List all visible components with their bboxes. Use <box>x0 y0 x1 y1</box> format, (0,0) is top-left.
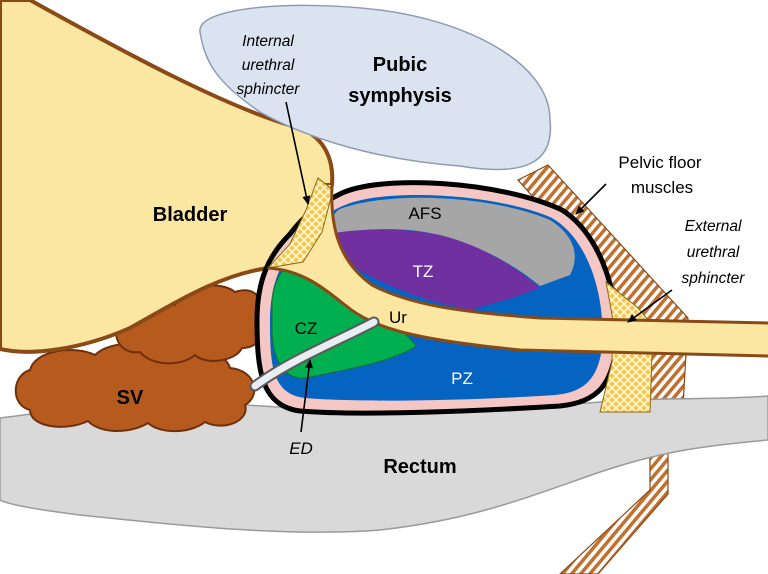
external-sphincter-label-1: External <box>685 218 742 235</box>
internal-sphincter-label-1: Internal <box>242 33 294 50</box>
pubic-symphysis-label-2: symphysis <box>348 85 451 107</box>
external-sphincter-label-3: sphincter <box>682 270 746 287</box>
external-sphincter-label-2: urethral <box>687 244 740 261</box>
pubic-symphysis-label-1: Pubic <box>373 54 427 76</box>
sv-label: SV <box>117 387 144 409</box>
rectum-label: Rectum <box>383 456 456 478</box>
ur-label: Ur <box>389 308 407 327</box>
bladder-label: Bladder <box>153 204 228 226</box>
pz-label: PZ <box>451 369 473 388</box>
afs-label: AFS <box>408 204 441 223</box>
pelvic-floor-arrow <box>576 184 606 214</box>
cz-label: CZ <box>295 319 318 338</box>
internal-sphincter-label-2: urethral <box>242 57 295 74</box>
internal-sphincter-label-3: sphincter <box>237 81 301 98</box>
pelvic-floor-label-1: Pelvic floor <box>618 153 701 172</box>
tz-label: TZ <box>413 262 434 281</box>
pelvic-floor-label-2: muscles <box>631 178 693 197</box>
ed-label: ED <box>289 439 313 458</box>
